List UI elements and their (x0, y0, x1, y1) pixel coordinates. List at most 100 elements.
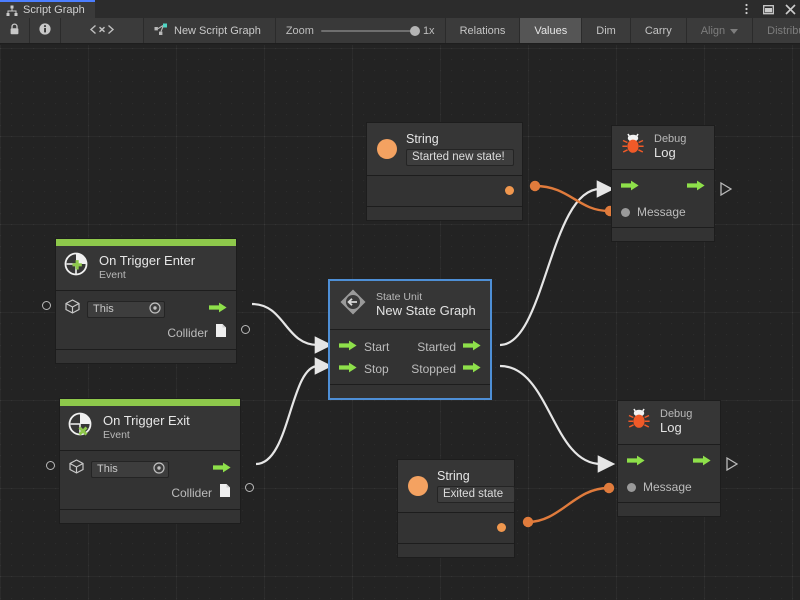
collider-output-knob[interactable] (245, 483, 254, 492)
flow-output-port[interactable] (209, 300, 227, 318)
zoom-label: Zoom (285, 24, 314, 37)
collider-port-group: Collider (167, 323, 227, 343)
lock-icon (9, 23, 20, 38)
lock-button[interactable] (0, 18, 30, 43)
state-unit-titles: State Unit New State Graph (376, 291, 476, 319)
graph-canvas[interactable]: String Started new state! (0, 45, 800, 600)
toolbar-button-label: Relations (459, 24, 506, 37)
toolbar-button-distribute[interactable]: Distribute (753, 18, 800, 43)
string-node-header: String Exited state (398, 460, 515, 514)
target-picker-icon[interactable] (153, 461, 165, 477)
debug-log-body: Message (612, 169, 714, 227)
value-output-port[interactable] (505, 186, 514, 196)
start-port-group: Start (339, 338, 389, 356)
string-output-row (398, 521, 514, 534)
string-circle-icon (408, 476, 428, 497)
start-label: Start (364, 340, 390, 354)
collider-port-group: Collider (171, 483, 231, 503)
wire-endpoint-dot (603, 482, 615, 494)
unconnected-flow-output-marker[interactable] (726, 456, 739, 476)
toolbar-button-dim[interactable]: Dim (582, 18, 631, 43)
flow-output-port[interactable] (213, 460, 231, 478)
flow-input-port[interactable] (621, 178, 639, 196)
toolbar-button-values[interactable]: Values (520, 18, 583, 43)
target-row: This (60, 457, 240, 481)
string-node-footer (398, 543, 514, 558)
string-value-input[interactable]: Started new state! (406, 149, 514, 167)
string-node-body (398, 513, 514, 544)
target-row: This (56, 297, 236, 321)
target-object-field[interactable]: This (91, 460, 169, 478)
graph-name-label: New Script Graph (174, 24, 261, 37)
chevron-down-icon (730, 25, 739, 37)
state-unit-node[interactable]: State Unit New State Graph Start Started (329, 280, 491, 399)
state-unit-row-start: Start Started (330, 336, 490, 358)
toolbar-button-carry[interactable]: Carry (630, 18, 687, 43)
window-tab-bar: Script Graph (0, 0, 800, 18)
value-input-port[interactable] (621, 207, 630, 217)
target-input-knob[interactable] (46, 461, 55, 470)
on-trigger-enter-node[interactable]: On Trigger Enter Event This (55, 238, 237, 364)
value-output-port[interactable] (497, 523, 506, 533)
toolbar-button-label: Distribute (767, 24, 800, 37)
info-button[interactable] (30, 18, 61, 43)
document-icon[interactable] (215, 323, 227, 343)
tab-script-graph[interactable]: Script Graph (0, 0, 95, 18)
string-value-input[interactable]: Exited state (437, 486, 515, 504)
debug-log-flow-row (618, 451, 720, 473)
stopped-label: Stopped (411, 362, 456, 376)
debug-log-titles: Debug Log (660, 408, 692, 436)
on-trigger-enter-titles: On Trigger Enter Event (99, 253, 195, 282)
target-picker-icon[interactable] (149, 301, 161, 317)
debug-log-title: Log (660, 419, 682, 435)
toolbar-button-relations[interactable]: Relations (445, 18, 521, 43)
kebab-menu-icon[interactable] (740, 3, 752, 15)
wire-string2-to-message (527, 486, 609, 524)
code-view-button[interactable] (61, 18, 144, 43)
flow-output-port[interactable] (693, 453, 711, 471)
graph-name-field[interactable]: New Script Graph (144, 18, 276, 43)
toolbar-button-label: Align (700, 24, 726, 37)
debug-log-message-row: Message (618, 477, 720, 498)
debug-log-node-top[interactable]: Debug Log Message (611, 125, 715, 242)
target-object-field[interactable]: This (87, 300, 165, 318)
on-trigger-exit-node[interactable]: On Trigger Exit Event This (59, 398, 241, 524)
close-icon[interactable] (784, 3, 796, 15)
flow-input-port[interactable] (627, 453, 645, 471)
value-input-port[interactable] (627, 482, 636, 492)
state-unit-footer (330, 384, 490, 398)
document-icon[interactable] (219, 483, 231, 503)
toolbar-button-align[interactable]: Align (686, 18, 754, 43)
collider-output-knob[interactable] (241, 325, 250, 334)
code-brackets-icon (89, 24, 115, 38)
string-node-title: String (406, 132, 439, 146)
on-trigger-exit-subtitle: Event (103, 429, 130, 442)
zoom-slider-handle[interactable] (409, 25, 420, 36)
string-node-titles: String Exited state (437, 469, 515, 504)
debug-log-node-bottom[interactable]: Debug Log Message (617, 400, 721, 517)
string-node-started[interactable]: String Started new state! (366, 122, 523, 222)
unconnected-flow-output-marker[interactable] (720, 181, 733, 201)
state-unit-header: State Unit New State Graph (330, 281, 490, 330)
event-enter-icon (64, 252, 90, 283)
started-port-group: Started (417, 338, 481, 356)
debug-log-footer (618, 501, 720, 516)
cube-icon (69, 459, 84, 479)
zoom-control[interactable]: Zoom 1x (276, 18, 446, 43)
debug-log-body: Message (618, 444, 720, 502)
target-input-knob[interactable] (42, 301, 51, 310)
maximize-icon[interactable] (762, 3, 774, 15)
flow-output-port-started[interactable] (463, 338, 481, 356)
flow-output-port[interactable] (687, 178, 705, 196)
collider-row: Collider (56, 321, 236, 345)
on-trigger-exit-footer (60, 509, 240, 523)
on-trigger-enter-footer (56, 349, 236, 363)
flow-input-port-stop[interactable] (339, 360, 357, 378)
string-node-exited[interactable]: String Exited state (397, 459, 515, 559)
flow-output-port-stopped[interactable] (463, 360, 481, 378)
zoom-slider[interactable] (320, 25, 420, 36)
event-accent-bar (60, 399, 240, 406)
wire-stopped-to-log2 (499, 364, 616, 473)
flow-input-port-start[interactable] (339, 338, 357, 356)
toolbar-button-label: Carry (644, 24, 672, 37)
